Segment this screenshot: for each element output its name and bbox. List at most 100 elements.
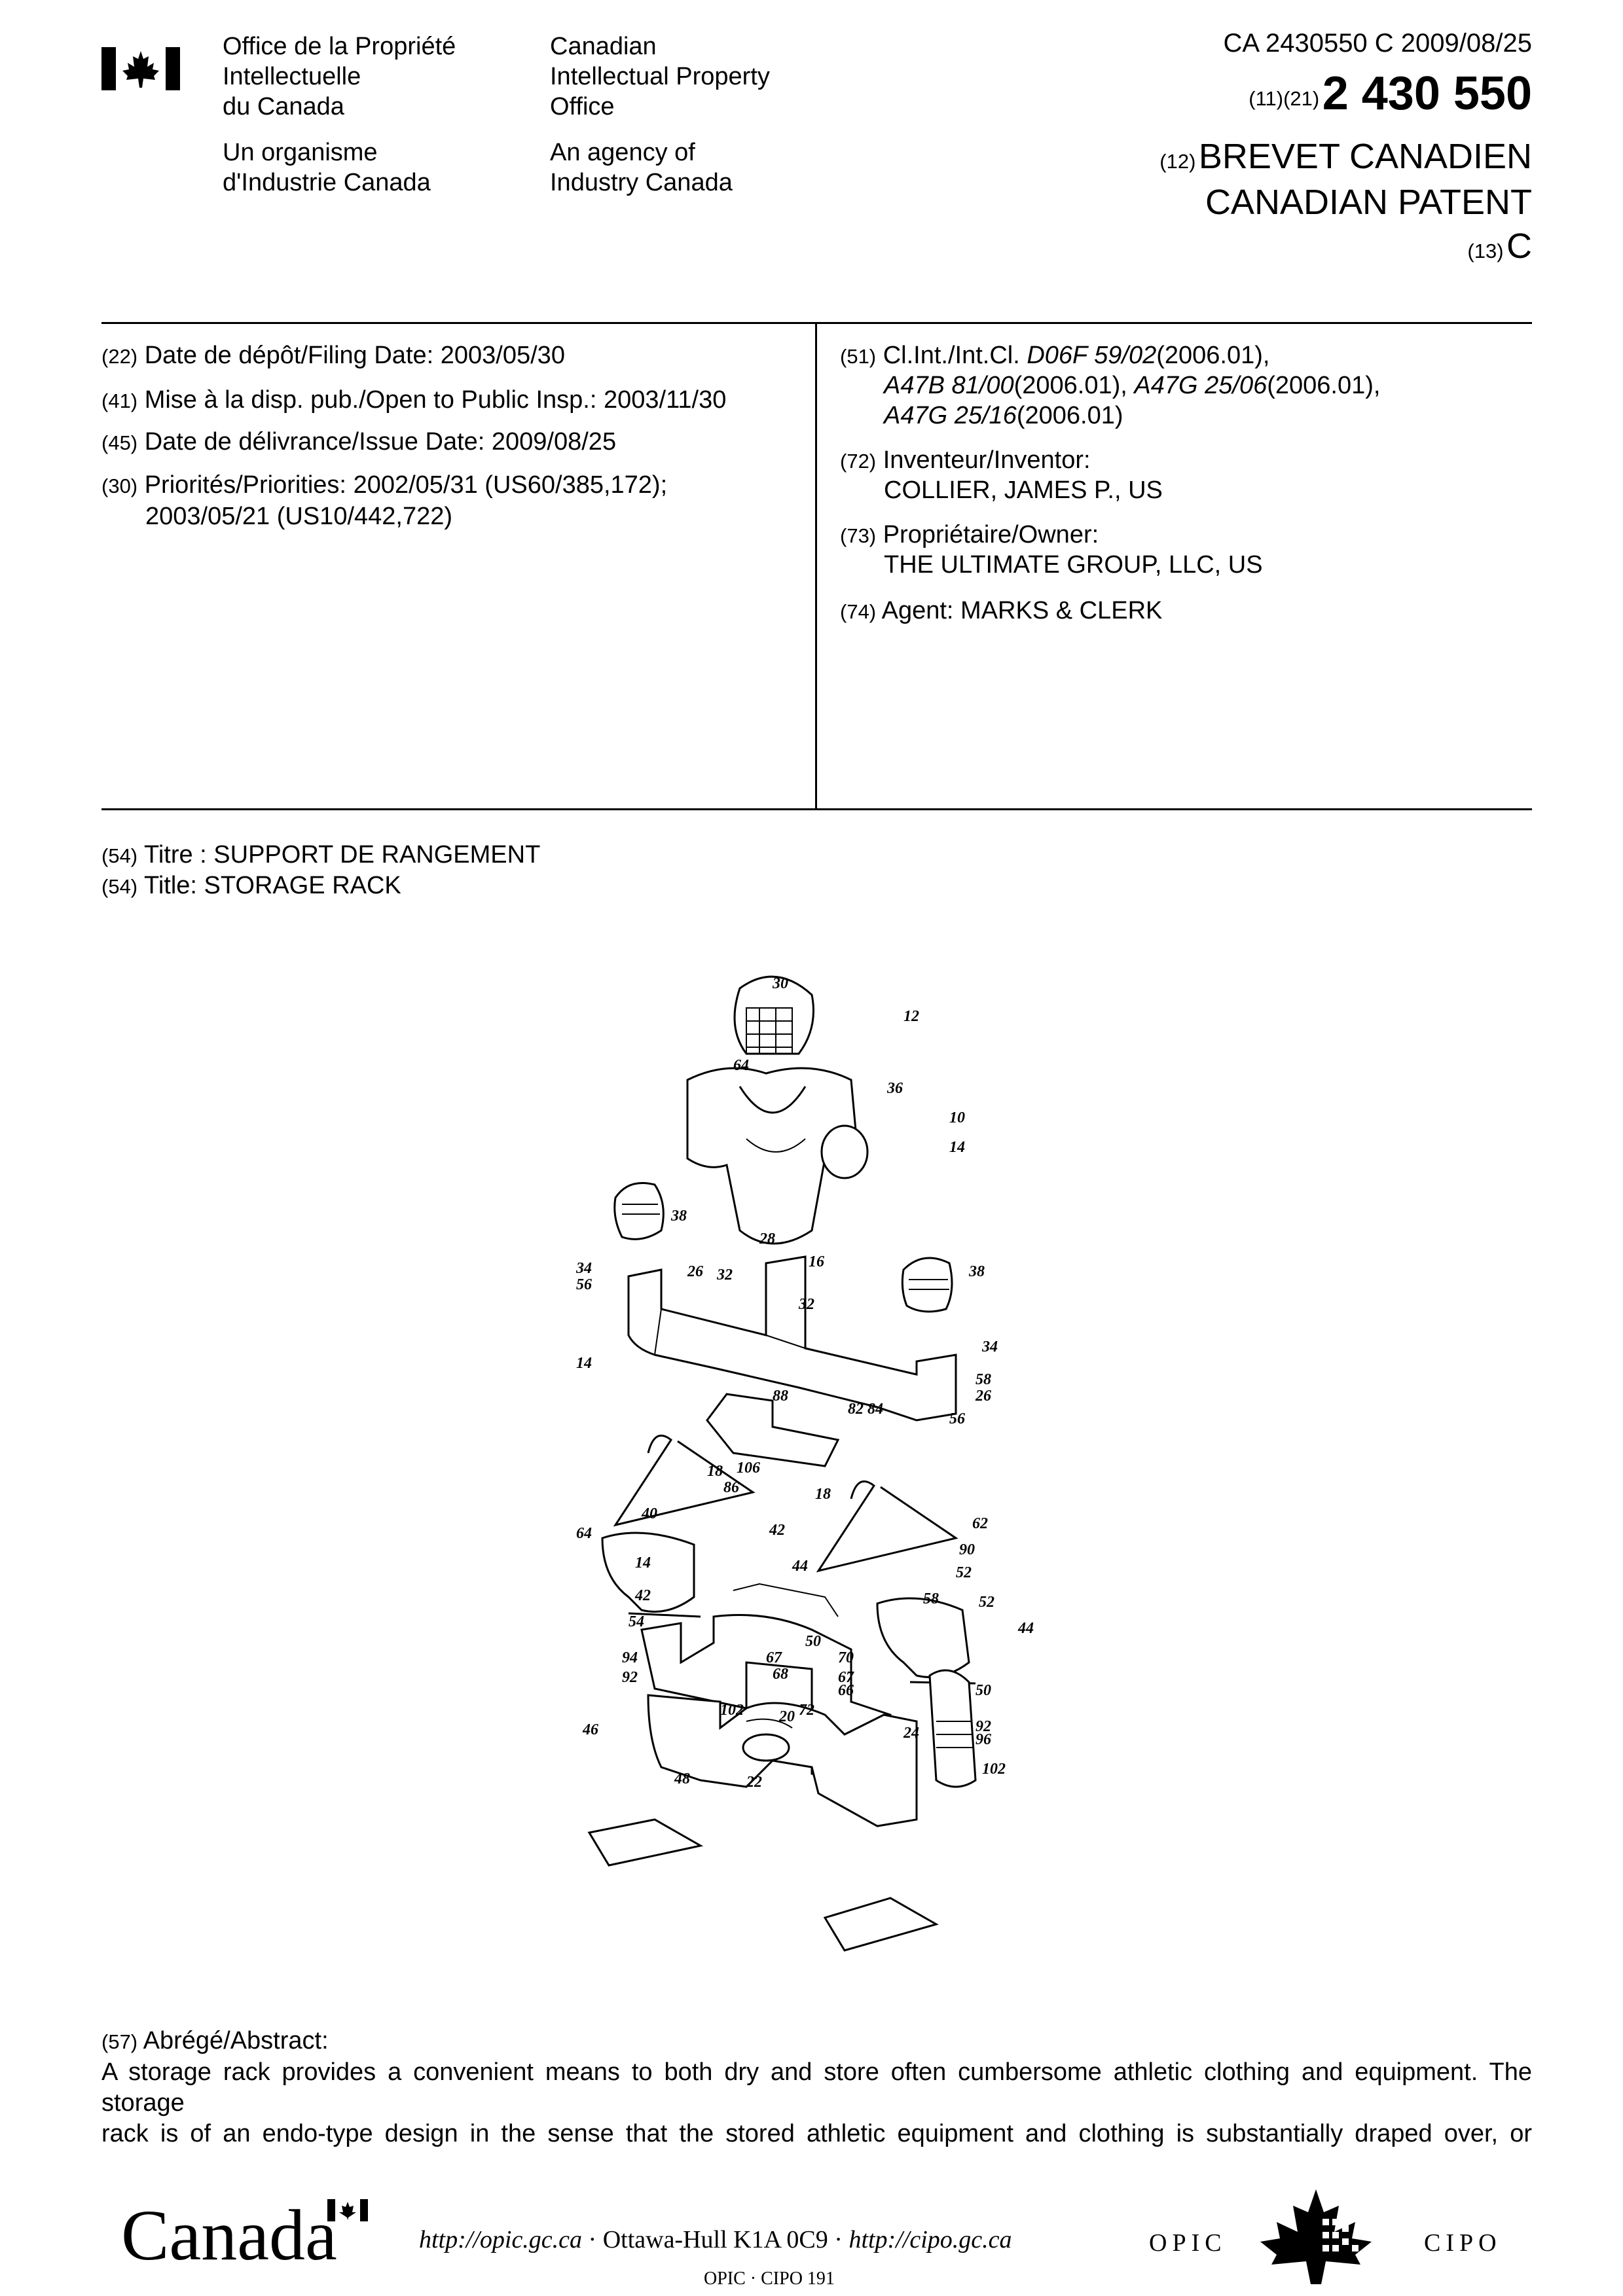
figure-reference-numeral: 96 bbox=[976, 1731, 991, 1748]
priorities-field: (30) Priorités/Priorities: 2002/05/31 (U… bbox=[101, 470, 667, 501]
owner-value: THE ULTIMATE GROUP, LLC, US bbox=[884, 550, 1263, 580]
field-label: Titre : bbox=[144, 841, 207, 869]
field-code: (30) bbox=[101, 475, 137, 497]
field-label: Date de dépôt/Filing Date: bbox=[145, 342, 434, 369]
figure-reference-numeral: 94 bbox=[622, 1649, 638, 1666]
figure-reference-numeral: 102 bbox=[982, 1761, 1006, 1778]
field-label: Abrégé/Abstract: bbox=[143, 2027, 329, 2054]
field-value: STORAGE RACK bbox=[204, 872, 401, 899]
figure-reference-numeral: 34 bbox=[981, 1338, 998, 1355]
kind-code: (13) bbox=[1467, 240, 1503, 262]
figure-reference-numeral: 28 bbox=[759, 1230, 775, 1247]
opic-url-link[interactable]: http://opic.gc.ca bbox=[419, 2226, 582, 2253]
skate-left-drawing bbox=[602, 1533, 701, 1617]
figure-reference-numeral: 62 bbox=[972, 1515, 988, 1532]
figure-reference-numeral: 12 bbox=[903, 1008, 919, 1025]
office-fr-line: Intellectuelle bbox=[223, 62, 456, 92]
figure-reference-numeral: 44 bbox=[792, 1558, 808, 1575]
figure-reference-numeral: 38 bbox=[670, 1208, 687, 1225]
classification-version: (2006.01) bbox=[1017, 402, 1123, 429]
patent-type-title-fr: BREVET CANADIEN bbox=[1199, 137, 1532, 176]
figure-reference-numeral: 64 bbox=[576, 1525, 592, 1542]
footer-address: Ottawa-Hull K1A 0C9 bbox=[603, 2226, 828, 2253]
canada-flag-logo bbox=[101, 46, 180, 92]
figure-reference-numeral: 32 bbox=[716, 1266, 733, 1283]
agency-en-line: An agency of bbox=[550, 137, 733, 168]
figure-reference-numeral: 48 bbox=[674, 1770, 690, 1787]
field-value: 2009/08/25 bbox=[492, 428, 616, 456]
patent-type-title-en: CANADIAN PATENT bbox=[1205, 182, 1532, 223]
figure-reference-numeral: 22 bbox=[746, 1774, 762, 1791]
figure-reference-numeral: 42 bbox=[634, 1587, 651, 1604]
office-name-fr: Office de la Propriété Intellectuelle du… bbox=[223, 31, 456, 122]
field-code: (73) bbox=[840, 524, 876, 547]
figure-reference-numeral: 58 bbox=[923, 1590, 939, 1607]
figure-reference-numeral: 24 bbox=[903, 1725, 919, 1742]
patent-drawing: 3012643610143828163834263256323414588826… bbox=[550, 969, 1087, 1964]
classification-code: A47G 25/16 bbox=[884, 402, 1017, 429]
figure-reference-numeral: 16 bbox=[809, 1253, 824, 1270]
figure-reference-numeral: 40 bbox=[641, 1505, 657, 1522]
patent-type-code: (12) bbox=[1159, 150, 1195, 173]
title-en: (54) Title: STORAGE RACK bbox=[101, 870, 401, 902]
agent-field: (74) Agent: MARKS & CLERK bbox=[840, 596, 1162, 627]
classification-line-2: A47B 81/00(2006.01), A47G 25/06(2006.01)… bbox=[884, 370, 1380, 401]
canada-wordmark: Canada bbox=[121, 2196, 337, 2274]
figure-reference-numeral: 84 bbox=[867, 1401, 883, 1418]
classification-version: (2006.01), bbox=[1267, 372, 1380, 399]
field-code: (54) bbox=[101, 875, 137, 898]
cipo-maple-leaf-logo bbox=[1244, 2186, 1388, 2291]
classification-code: D06F 59/02 bbox=[1027, 342, 1156, 369]
patent-number-code: (11)(21) bbox=[1249, 87, 1319, 110]
field-code: (54) bbox=[101, 844, 137, 867]
inventor-field: (72) Inventeur/Inventor: bbox=[840, 445, 1091, 476]
field-label: Agent: bbox=[882, 597, 954, 624]
field-label: Date de délivrance/Issue Date: bbox=[145, 428, 485, 456]
field-code: (74) bbox=[840, 600, 876, 623]
figure-reference-numeral: 14 bbox=[576, 1355, 592, 1372]
patent-number: 2 430 550 bbox=[1322, 67, 1532, 120]
wordmark-flag-icon bbox=[327, 2199, 368, 2221]
figure-reference-numeral: 52 bbox=[979, 1594, 994, 1611]
field-value: 2002/05/31 (US60/385,172); bbox=[354, 471, 668, 499]
figure-reference-numeral: 10 bbox=[949, 1109, 965, 1126]
patent-number-block: (11)(21) 2 430 550 bbox=[1249, 67, 1532, 120]
figure-reference-numeral: 68 bbox=[773, 1666, 788, 1683]
figure-reference-numeral: 50 bbox=[805, 1633, 821, 1650]
figure-reference-numeral: 14 bbox=[949, 1139, 965, 1156]
classification-code: A47B 81/00 bbox=[884, 372, 1014, 399]
kind-block: (13) C bbox=[1467, 226, 1532, 266]
field-code: (57) bbox=[101, 2030, 137, 2053]
office-name-en: Canadian Intellectual Property Office bbox=[550, 31, 770, 122]
figure-reference-numeral: 50 bbox=[976, 1682, 991, 1699]
skate-right-drawing bbox=[877, 1598, 976, 1683]
field-code: (22) bbox=[101, 345, 137, 368]
figure-reference-numeral: 72 bbox=[799, 1702, 814, 1719]
foot-left-drawing bbox=[589, 1820, 701, 1865]
cipo-url-link[interactable]: http://cipo.gc.ca bbox=[848, 2226, 1012, 2253]
patent-type-fr: (12) BREVET CANADIEN bbox=[1159, 136, 1532, 177]
issue-date-field: (45) Date de délivrance/Issue Date: 2009… bbox=[101, 427, 616, 458]
field-label: Priorités/Priorities: bbox=[145, 471, 346, 499]
kind-value: C bbox=[1506, 226, 1532, 266]
shin-guard-drawing bbox=[930, 1670, 976, 1787]
figure-reference-numeral: 20 bbox=[778, 1708, 795, 1725]
field-value: SUPPORT DE RANGEMENT bbox=[213, 841, 540, 869]
field-code: (51) bbox=[840, 345, 876, 368]
divider-bottom bbox=[101, 808, 1532, 810]
figure-reference-numeral: 86 bbox=[723, 1479, 739, 1496]
figure-reference-numeral: 14 bbox=[635, 1554, 651, 1571]
classification-line-3: A47G 25/16(2006.01) bbox=[884, 401, 1123, 431]
figure-reference-numeral: 38 bbox=[968, 1263, 985, 1280]
classification-version: (2006.01), bbox=[1156, 342, 1269, 369]
figure-reference-numeral: 54 bbox=[629, 1613, 644, 1630]
figure-reference-numeral: 34 bbox=[575, 1260, 592, 1277]
agency-fr-line: Un organisme bbox=[223, 137, 431, 168]
separator-dot: · bbox=[834, 2226, 843, 2253]
figure-reference-numeral: 92 bbox=[622, 1669, 638, 1686]
separator-dot: · bbox=[589, 2226, 597, 2253]
figure-reference-numeral: 90 bbox=[959, 1541, 975, 1558]
figure-reference-numeral: 46 bbox=[582, 1721, 598, 1738]
shoulder-pads-drawing bbox=[687, 1068, 867, 1244]
figure-reference-numeral: 32 bbox=[798, 1296, 814, 1313]
